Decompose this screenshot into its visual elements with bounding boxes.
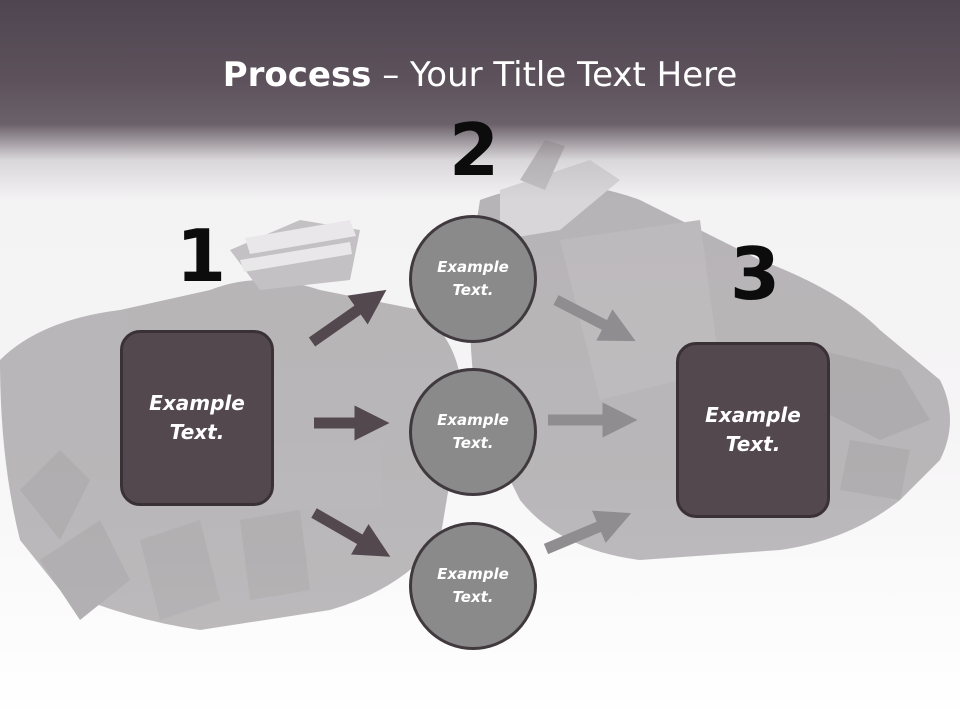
arrow-2c-to-3 (543, 510, 632, 555)
step-2-circle-bottom: Example Text. (409, 522, 537, 650)
arrow-2a-to-3 (553, 295, 636, 342)
step-number-2: 2 (449, 108, 500, 192)
title-rest: – Your Title Text Here (371, 55, 738, 95)
title-bar (0, 0, 960, 200)
step-2-circle-middle: Example Text. (409, 368, 537, 496)
step-2-label-middle: Example Text. (437, 411, 509, 452)
arrow-1-to-2a (308, 289, 387, 347)
arrow-1-to-2c (311, 508, 391, 557)
slide-title: Process – Your Title Text Here (0, 52, 960, 98)
step-3-box: Example Text. (676, 342, 830, 518)
step-3-label: Example Text. (705, 403, 801, 456)
title-bold: Process (222, 55, 372, 95)
step-number-1: 1 (176, 214, 227, 298)
step-1-label: Example Text. (149, 391, 245, 444)
step-1-box: Example Text. (120, 330, 274, 506)
step-2-circle-top: Example Text. (409, 215, 537, 343)
step-2-label-bottom: Example Text. (437, 565, 509, 606)
step-2-label-top: Example Text. (437, 258, 509, 299)
step-number-3: 3 (730, 232, 781, 316)
